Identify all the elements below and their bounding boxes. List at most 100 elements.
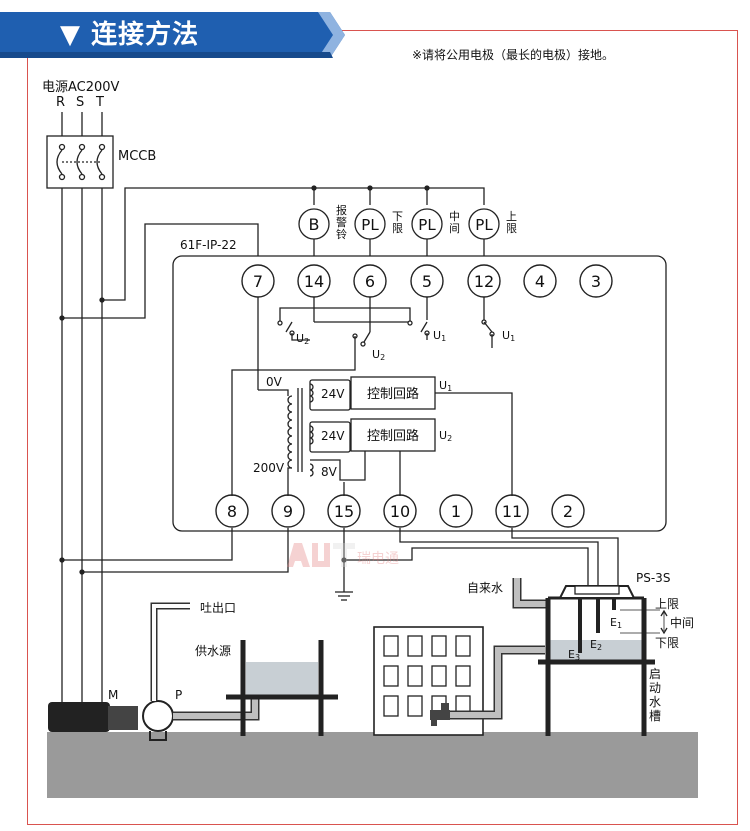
building-window — [431, 665, 447, 687]
supply-source-label: 供水源 — [195, 644, 231, 658]
voltage-0v: 0V — [266, 375, 283, 389]
svg-text:15: 15 — [334, 502, 354, 521]
title-text: 连接方法 — [91, 20, 200, 50]
svg-text:上限: 上限 — [506, 210, 517, 235]
page-title: ▼ 连接方法 — [60, 14, 199, 51]
terminal-11: 11 — [495, 494, 529, 528]
svg-text:10: 10 — [390, 502, 410, 521]
svg-text:8: 8 — [227, 502, 237, 521]
building-window — [383, 665, 399, 687]
secondary-8v: 8V — [321, 465, 338, 479]
svg-text:下限: 下限 — [392, 210, 403, 235]
building-window — [455, 635, 471, 657]
svg-text:控制回路: 控制回路 — [367, 428, 419, 444]
svg-text:B: B — [309, 215, 320, 234]
control-block-2 — [350, 418, 436, 452]
svg-text:U1: U1 — [439, 379, 452, 393]
terminal-2: 2 — [551, 494, 585, 528]
terminal-6: 6 — [353, 264, 387, 298]
level-upper: 上限 — [655, 597, 679, 611]
level-middle: 中间 — [670, 615, 694, 630]
building-window — [407, 635, 423, 657]
contact-labels: U2 U2 U1 U1 — [296, 329, 515, 362]
faucet — [430, 710, 450, 720]
output-lamp-upper: PL — [468, 208, 500, 240]
secondary-24v-2: 24V — [321, 429, 345, 443]
svg-text:4: 4 — [535, 272, 545, 291]
building-window — [383, 635, 399, 657]
relay-model: 61F-IP-22 — [180, 238, 237, 252]
supply-tank — [226, 640, 338, 736]
svg-text:6: 6 — [365, 272, 375, 291]
svg-text:U2: U2 — [296, 332, 309, 346]
svg-text:PL: PL — [418, 216, 436, 234]
terminal-8: 8 — [215, 494, 249, 528]
power-label: 电源AC200V — [42, 80, 120, 95]
level-lower: 下限 — [655, 636, 679, 650]
motor-label: M — [108, 688, 118, 702]
svg-text:U2: U2 — [439, 429, 452, 443]
output-lamp-middle: PL — [411, 208, 443, 240]
breaker-contacts — [56, 143, 106, 181]
label-alarm-bell: 报警铃 — [336, 203, 347, 241]
electrode-e3: E3 — [568, 648, 580, 662]
ground-slab — [47, 732, 698, 798]
output-labels: 报警铃 下限 中间 上限 — [336, 203, 517, 241]
terminal-12: 12 — [467, 264, 501, 298]
building-window — [431, 635, 447, 657]
phase-s: S — [76, 95, 84, 110]
grounding-note: ※请将公用电极（最长的电极）接地。 — [412, 48, 615, 62]
mccb-label: MCCB — [118, 149, 156, 164]
watermark-logo: 瑞电通 — [287, 543, 399, 567]
label-upper: 上限 — [506, 210, 517, 235]
svg-text:7: 7 — [253, 272, 263, 291]
terminal-3: 3 — [579, 264, 613, 298]
svg-text:瑞电通: 瑞电通 — [357, 551, 399, 567]
tank-label: 启动水槽 — [649, 667, 661, 723]
svg-text:PL: PL — [475, 216, 493, 234]
building-window — [407, 665, 423, 687]
svg-text:U2: U2 — [372, 348, 385, 362]
terminal-4: 4 — [523, 264, 557, 298]
phase-r: R — [56, 95, 65, 110]
svg-text:11: 11 — [502, 502, 522, 521]
level-sensor — [558, 585, 636, 653]
svg-text:2: 2 — [563, 502, 573, 521]
svg-text:PL: PL — [361, 216, 379, 234]
svg-text:3: 3 — [591, 272, 601, 291]
level-indicators — [620, 609, 668, 635]
terminal-1: 1 — [439, 494, 473, 528]
sensor-model: PS-3S — [636, 571, 670, 585]
svg-text:14: 14 — [304, 272, 324, 291]
building-window — [383, 695, 399, 717]
svg-text:启动水槽: 启动水槽 — [649, 667, 661, 723]
svg-text:9: 9 — [283, 502, 293, 521]
svg-text:中间: 中间 — [449, 210, 460, 235]
terminal-9: 9 — [271, 494, 305, 528]
output-bell: B — [298, 208, 330, 240]
terminal-7: 7 — [241, 264, 275, 298]
svg-text:控制回路: 控制回路 — [367, 386, 419, 402]
motor — [48, 702, 110, 732]
terminal-5: 5 — [410, 264, 444, 298]
control-block-1 — [350, 376, 436, 410]
building-window — [455, 665, 471, 687]
output-lamp-lower: PL — [354, 208, 386, 240]
pump-label: P — [175, 688, 182, 702]
svg-text:12: 12 — [474, 272, 494, 291]
svg-text:U1: U1 — [433, 329, 446, 343]
svg-text:1: 1 — [451, 502, 461, 521]
label-lower: 下限 — [392, 210, 403, 235]
electrode-e1: E1 — [610, 616, 622, 630]
chevron-down-icon: ▼ — [60, 20, 81, 50]
building — [373, 626, 484, 736]
svg-text:5: 5 — [422, 272, 432, 291]
phase-t: T — [95, 95, 104, 110]
transformer — [257, 297, 314, 496]
svg-text:U1: U1 — [502, 329, 515, 343]
electrode-e2: E2 — [590, 638, 602, 652]
secondary-24v-1: 24V — [321, 387, 345, 401]
tap-water-label: 自来水 — [467, 581, 503, 595]
